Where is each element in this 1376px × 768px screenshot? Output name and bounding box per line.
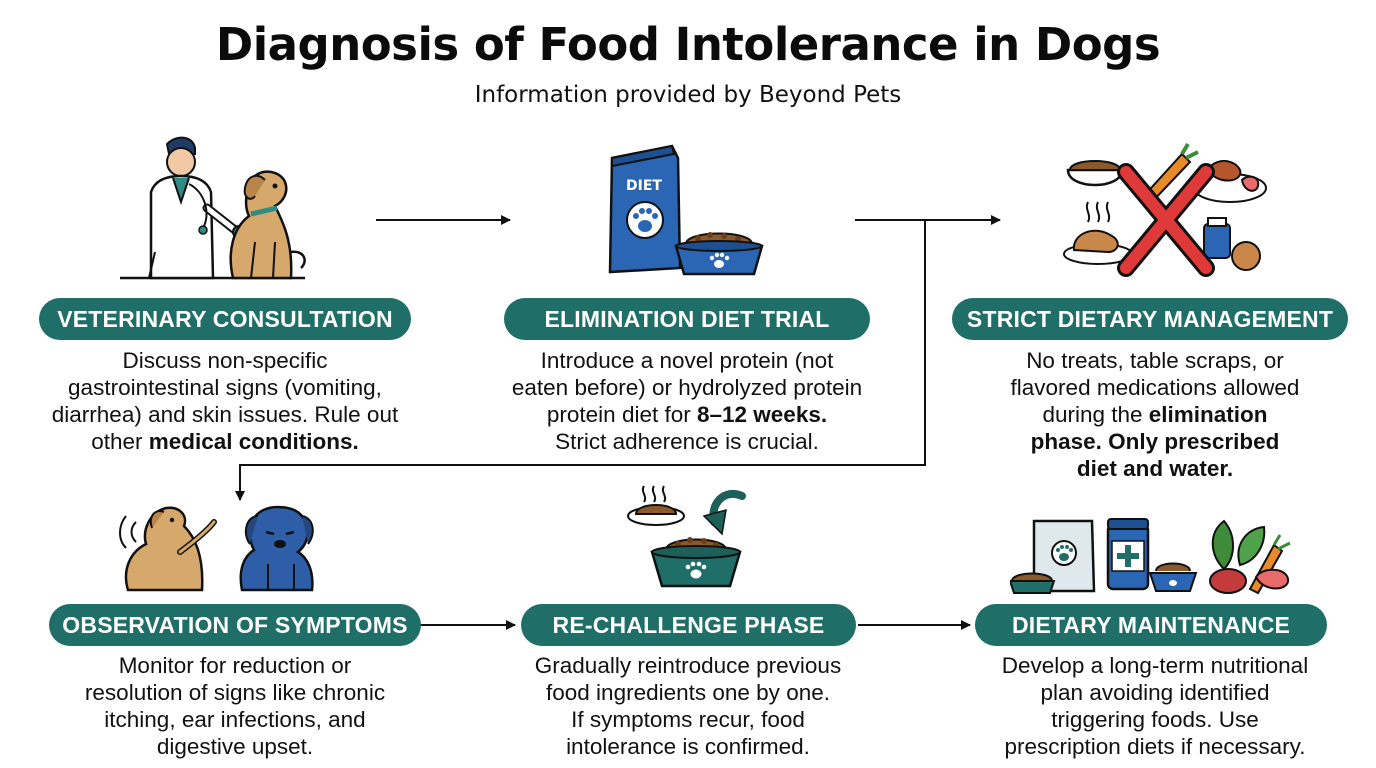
- itchy-and-sad-dogs-icon: [119, 505, 314, 592]
- diet-bag-and-bowl-icon: DIET: [608, 144, 764, 276]
- vet-with-dog-icon: [120, 136, 306, 280]
- description-text: Develop a long-term nutritional: [1001, 653, 1309, 678]
- description-text: plan avoiding identified: [1040, 680, 1270, 705]
- description-text: Introduce a novel protein (not: [540, 348, 834, 373]
- step-label-pill: VETERINARY CONSULTATION: [39, 298, 411, 340]
- description-text: No treats, table scraps, or: [1026, 348, 1284, 373]
- description-text: prescription diets if necessary.: [1004, 734, 1306, 759]
- step-label-pill: RE-CHALLENGE PHASE: [521, 604, 856, 646]
- emphasis-text: medical conditions.: [148, 429, 359, 454]
- emphasis-text: phase. Only prescribed: [1030, 429, 1280, 454]
- page-title: Diagnosis of Food Intolerance in Dogs: [215, 18, 1161, 71]
- description-text: food ingredients one by one.: [546, 680, 830, 705]
- description-text: Strict adherence is crucial.: [555, 429, 819, 454]
- description-text: resolution of signs like chronic: [84, 680, 386, 705]
- step-label-pill: STRICT DIETARY MANAGEMENT: [952, 298, 1348, 340]
- page-subtitle: Information provided by Beyond Pets: [474, 82, 902, 108]
- description-text: gastrointestinal signs (vomiting,: [68, 375, 382, 400]
- arrow-3-to-4: [235, 220, 926, 501]
- description-text: eaten before) or hydrolyzed protein: [511, 375, 863, 400]
- description-text: protein diet for: [546, 402, 697, 427]
- step-label-pill: DIETARY MAINTENANCE: [975, 604, 1327, 646]
- description-text: If symptoms recur, food: [571, 707, 805, 732]
- prescription-food-and-veggies-icon: [1010, 518, 1291, 595]
- description-text: Gradually reintroduce previous: [534, 653, 842, 678]
- step-label-pill: OBSERVATION OF SYMPTOMS: [49, 604, 421, 646]
- description-text: itching, ear infections, and: [104, 707, 366, 732]
- description-text: intolerance is confirmed.: [566, 734, 810, 759]
- description-text: during the: [1042, 402, 1149, 427]
- description-text: digestive upset.: [156, 734, 314, 759]
- step-label-pill: ELIMINATION DIET TRIAL: [504, 298, 870, 340]
- emphasis-text: diet and water.: [1076, 456, 1234, 481]
- forbidden-foods-cross-icon: [1063, 142, 1267, 277]
- emphasis-text: elimination: [1148, 402, 1268, 427]
- description-text: Discuss non-specific: [122, 348, 328, 373]
- description-text: flavored medications allowed: [1010, 375, 1300, 400]
- description-text: other: [91, 429, 149, 454]
- description-text: Monitor for reduction or: [118, 653, 352, 678]
- emphasis-text: 8–12 weeks.: [696, 402, 828, 427]
- diet-bag-text: DIET: [626, 178, 662, 194]
- food-reintroduction-bowl-icon: [627, 485, 746, 588]
- description-text: diarrhea) and skin issues. Rule out: [51, 402, 399, 427]
- description-text: triggering foods. Use: [1051, 707, 1259, 732]
